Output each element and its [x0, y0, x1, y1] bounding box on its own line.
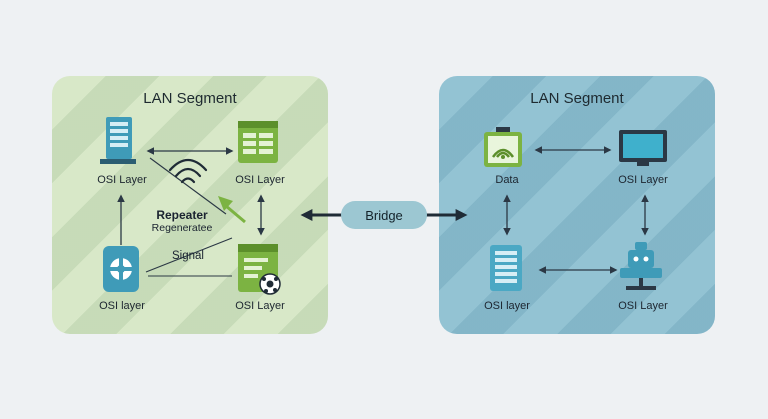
panel-icon [238, 121, 278, 163]
node-label-left-bottom-left: OSI layer [99, 300, 145, 312]
server-icon [100, 117, 136, 164]
panel-stripes [439, 76, 715, 334]
node-label-left-top-right: OSI Layer [235, 174, 285, 186]
node-label-left-bottom-right: OSI Layer [235, 300, 285, 312]
link-diag-bottom [145, 237, 233, 273]
robot-bridge-icon [620, 242, 662, 290]
node-label-right-top-left: Data [495, 174, 519, 186]
repeater-arrow-head [218, 196, 233, 211]
node-label-right-top-right: OSI Layer [618, 174, 668, 186]
phone-hub-icon [103, 246, 139, 292]
node-label-left-top-left: OSI Layer [97, 174, 147, 186]
link-diag-top [149, 157, 227, 215]
bridge-button[interactable]: Bridge [341, 201, 427, 229]
repeater-block: Repeater Regeneratee [142, 208, 222, 234]
lan-segment-right [439, 76, 715, 334]
repeater-arrow [225, 204, 246, 224]
node-label-right-bottom-right: OSI Layer [618, 300, 668, 312]
document-ball-icon [238, 244, 281, 295]
monitor-icon [619, 130, 667, 166]
wifi-icon [168, 158, 208, 184]
server-icon-right [490, 245, 522, 291]
repeater-label: Repeater [156, 208, 208, 222]
wifi-router-icon [484, 127, 522, 167]
right-segment-title: LAN Segment [530, 90, 624, 107]
lan-segment-left [52, 76, 328, 334]
left-segment-title: LAN Segment [143, 90, 237, 107]
signal-label: Signal [172, 250, 204, 262]
panel-stripes [52, 76, 328, 334]
node-label-right-bottom-left: OSI layer [484, 300, 530, 312]
regenerate-label: Regeneratee [151, 222, 213, 234]
